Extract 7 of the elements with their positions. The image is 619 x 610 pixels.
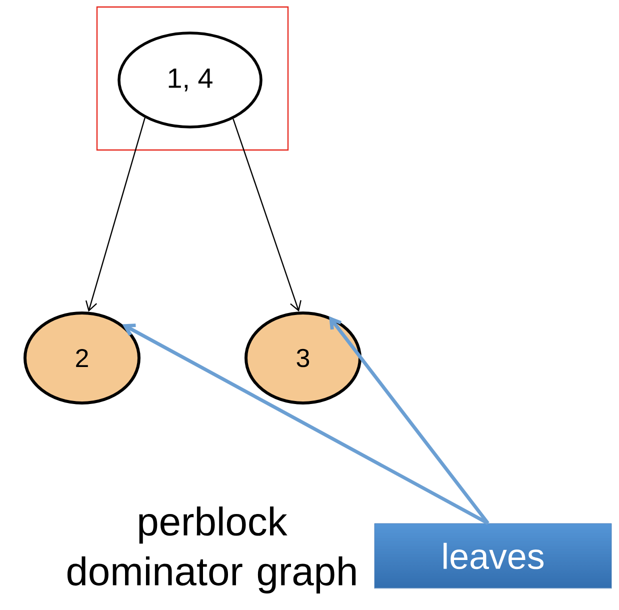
arrow <box>232 118 302 312</box>
arrow <box>85 118 146 312</box>
graph-caption: perblock dominator graph <box>67 506 356 594</box>
arrow <box>329 316 490 524</box>
arrow <box>122 324 489 525</box>
leaves-box: leaves <box>374 523 612 589</box>
highlight-box <box>96 6 289 151</box>
